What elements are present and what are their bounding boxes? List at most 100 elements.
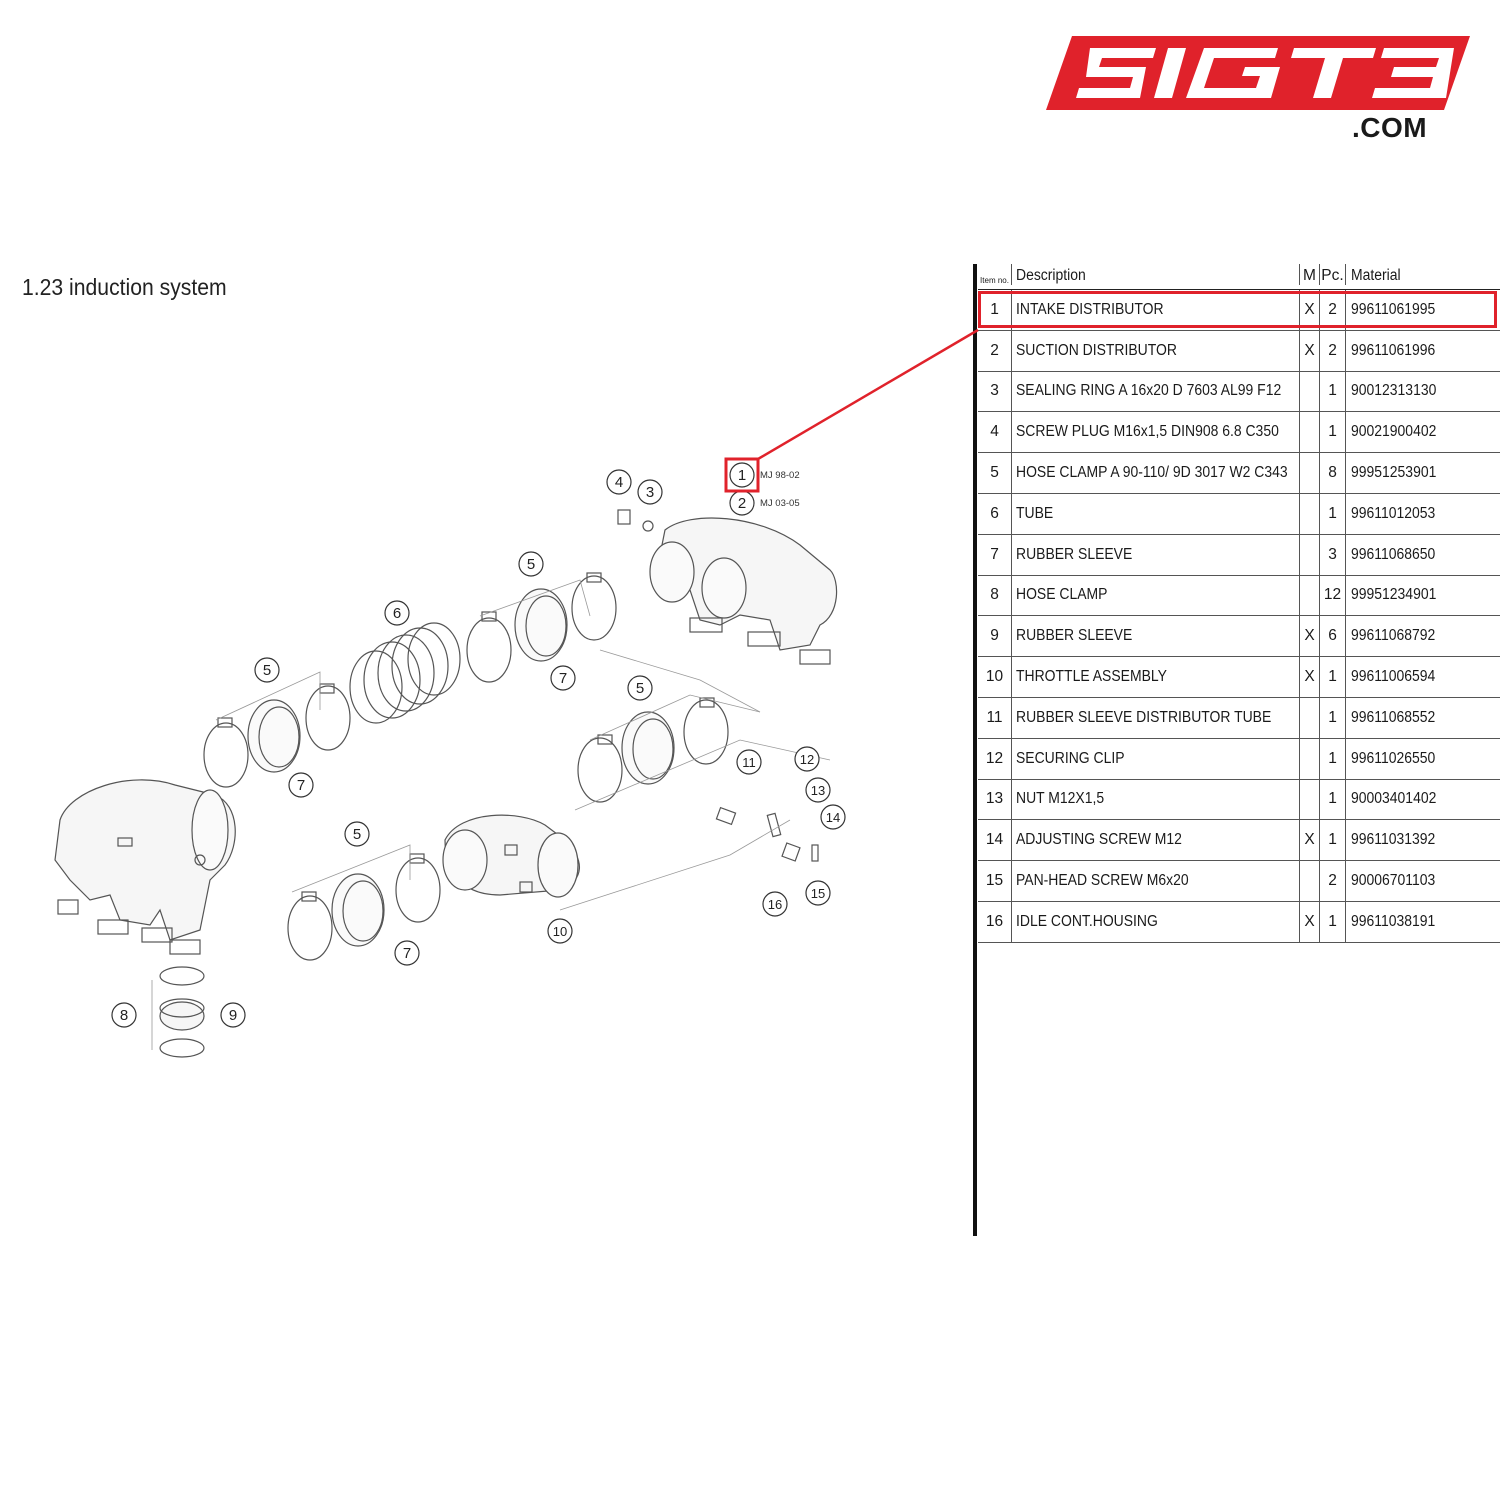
callout-16: 16 [762,891,788,917]
cell-pc: 1 [1320,779,1346,820]
intake-distributor-left [54,779,236,955]
cell-material: 99611068650 [1351,545,1436,563]
table-header-row: Item no. Description M Pc. Material [978,264,1500,290]
header-m: M [1300,264,1320,285]
cell-material: 90003401402 [1351,790,1437,808]
svg-text:8: 8 [120,1007,128,1024]
callout-1-highlight [724,457,760,493]
svg-text:16: 16 [768,897,782,912]
callout-1: 1 [729,462,755,488]
cell-pc: 8 [1320,453,1346,493]
cell-item-no: 2 [978,330,1012,371]
cell-m [1300,493,1320,534]
cell-m [1300,779,1320,820]
cell-m [1300,534,1320,575]
cell-material: 99611068792 [1351,627,1436,645]
cell-description: NUT M12X1,5 [1012,779,1300,820]
cell-m: X [1300,290,1320,330]
left-hose-assembly [203,683,351,788]
cell-item-no: 7 [978,534,1012,575]
cell-m: X [1300,616,1320,657]
cell-item-no: 14 [978,820,1012,861]
svg-text:10: 10 [553,924,567,939]
cell-material: 99611026550 [1351,749,1436,767]
cell-item-no: 10 [978,657,1012,697]
cell-item-no: 11 [978,697,1012,738]
cell-m: X [1300,901,1320,942]
cell-m [1300,412,1320,453]
brand-logo [1046,36,1470,110]
svg-text:15: 15 [811,886,825,901]
cell-material: 90012313130 [1351,382,1437,400]
cell-material: 99611031392 [1351,831,1436,849]
cell-description: INTAKE DISTRIBUTOR [1012,290,1300,330]
header-pc: Pc. [1320,264,1346,285]
cell-pc: 1 [1320,738,1346,779]
row-1-highlight [978,291,1497,328]
callout-2: 2 [729,490,755,516]
callout-7b: 7 [288,772,314,798]
lower-hose-assembly [287,853,441,961]
cell-item-no: 13 [978,779,1012,820]
svg-text:14: 14 [826,810,840,825]
callout-11: 11 [736,749,762,775]
cell-description: RUBBER SLEEVE DISTRIBUTOR TUBE [1012,697,1300,738]
cell-item-no: 15 [978,861,1012,901]
cell-item-no: 16 [978,901,1012,942]
header-description: Description [1012,264,1300,285]
cell-description: HOSE CLAMP A 90-110/ 9D 3017 W2 C343 [1012,453,1300,493]
callout-15: 15 [805,880,831,906]
cell-pc: 2 [1320,330,1346,371]
cell-m [1300,861,1320,901]
cell-pc: 3 [1320,534,1346,575]
svg-text:7: 7 [559,670,567,687]
cell-material: 99611006594 [1351,668,1436,686]
cell-item-no: 1 [978,290,1012,330]
cell-pc: 1 [1320,493,1346,534]
svg-text:5: 5 [527,556,535,573]
cell-pc: 1 [1320,901,1346,942]
cell-material: 99611061996 [1351,341,1436,359]
svg-text:7: 7 [297,777,305,794]
cell-pc: 2 [1320,861,1346,901]
cell-m [1300,738,1320,779]
exploded-parts-diagram: 1 2 3 4 5 5 5 5 6 7 7 7 8 9 10 11 12 13 … [54,457,846,1058]
callout-7c: 7 [394,940,420,966]
cell-description: THROTTLE ASSEMBLY [1012,657,1300,697]
header-item-no: Item no. [978,264,1012,285]
cell-pc: 1 [1320,697,1346,738]
throttle-assembly [442,814,580,898]
cell-material: 99611068552 [1351,708,1436,726]
cell-description: HOSE CLAMP [1012,575,1300,616]
tube-corrugated [349,622,461,724]
variant-label-1: MJ 98-02 [760,470,800,481]
svg-text:9: 9 [229,1007,237,1024]
cell-material: 99611061995 [1351,300,1436,318]
cell-m: X [1300,330,1320,371]
intake-distributor-right [649,517,838,665]
callout-4: 4 [606,469,632,495]
cell-m [1300,575,1320,616]
cell-material: 90006701103 [1351,872,1436,890]
cell-item-no: 4 [978,412,1012,453]
svg-text:1: 1 [738,467,746,484]
bottom-clamp-stack [159,966,205,1058]
svg-text:12: 12 [800,752,814,767]
cell-description: IDLE CONT.HOUSING [1012,901,1300,942]
callout-3: 3 [637,479,663,505]
cell-material: 99611012053 [1351,504,1436,522]
cell-material: 99951234901 [1351,586,1437,604]
svg-text:2: 2 [738,495,746,512]
cell-pc: 1 [1320,371,1346,412]
